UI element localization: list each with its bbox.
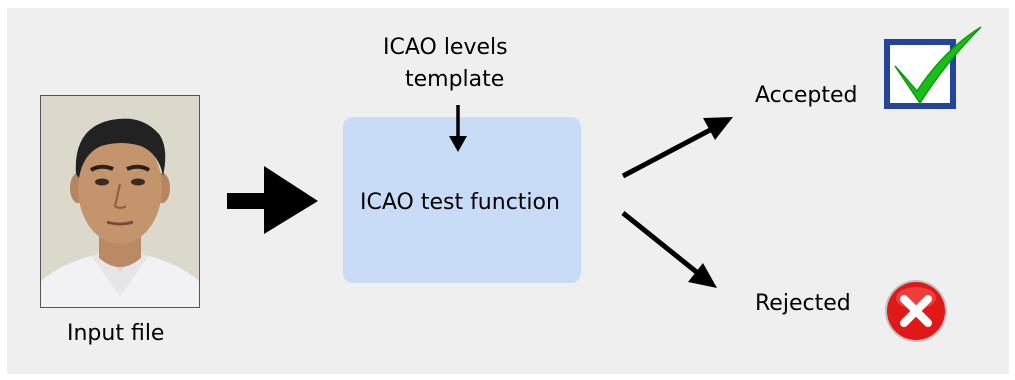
accepted-label: Accepted <box>755 83 858 108</box>
rejected-label: Rejected <box>755 291 851 316</box>
icao-test-function-label: ICAO test function <box>360 190 560 215</box>
rejected-arrow-icon <box>621 211 717 288</box>
accepted-arrow-icon <box>621 117 733 179</box>
input-photo <box>40 95 200 308</box>
template-label-line1: ICAO levels <box>383 35 508 60</box>
template-down-arrow-icon <box>449 105 467 152</box>
red-x-circle-icon <box>885 280 947 342</box>
input-file-caption: Input file <box>67 321 165 346</box>
main-flow-arrow-icon <box>227 166 318 234</box>
checkmark-box-icon <box>884 26 982 109</box>
template-label-line2: template <box>405 67 505 92</box>
person-photo-icon <box>41 96 199 307</box>
